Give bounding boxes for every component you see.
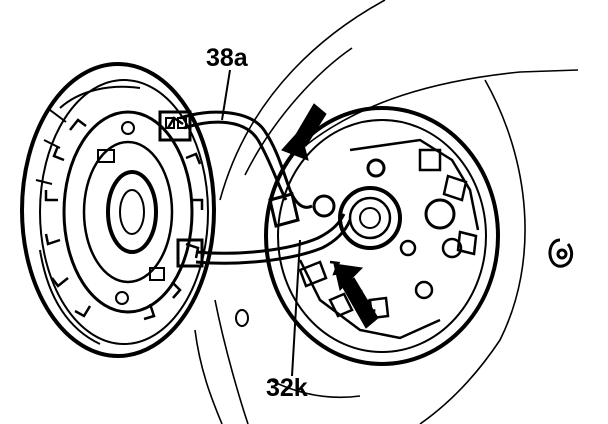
callout-leaders	[221, 69, 301, 377]
steering-wheel-outline	[194, 0, 579, 424]
lower-arrow	[333, 263, 379, 329]
clock-spring-assembly	[20, 62, 216, 358]
upper-arrow	[281, 103, 327, 161]
callout-label-32k: 32k	[266, 374, 308, 402]
screw-hole	[235, 309, 249, 327]
callout-label-38a: 38a	[206, 44, 249, 72]
switch-housing	[264, 106, 500, 366]
retaining-clip	[548, 238, 574, 268]
